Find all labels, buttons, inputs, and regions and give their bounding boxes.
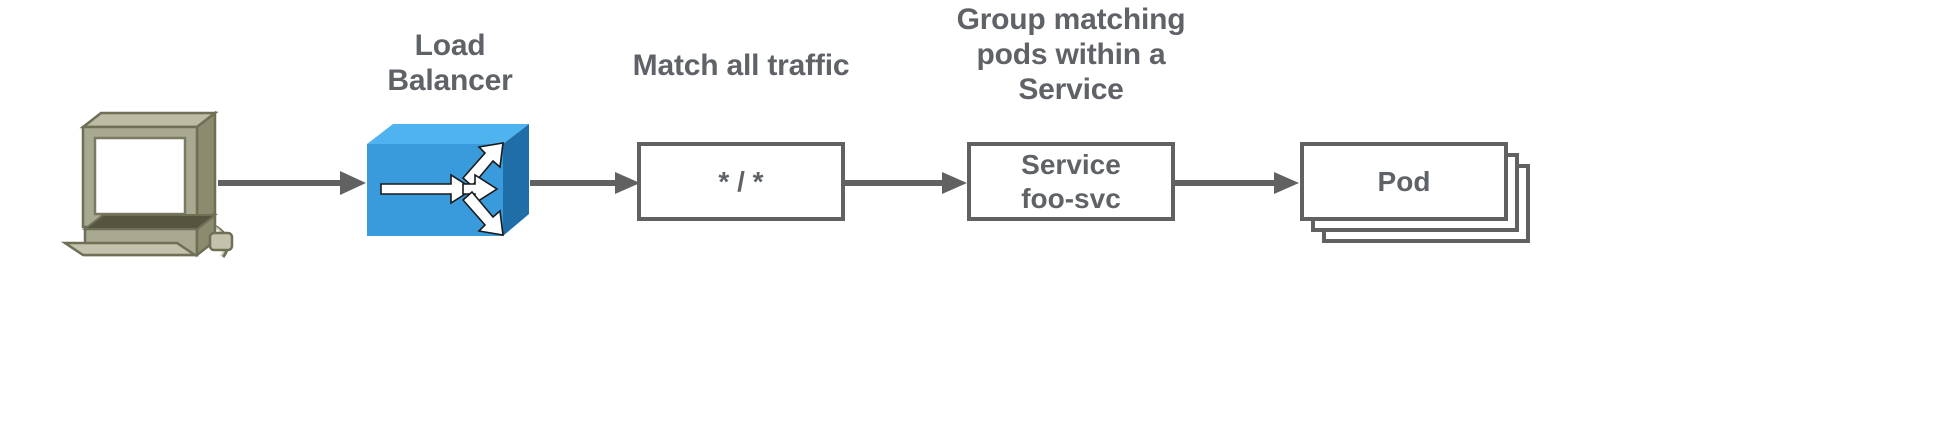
pod-box-label: Pod bbox=[1377, 165, 1431, 197]
rule-box-label: * / * bbox=[718, 165, 764, 197]
arrow-rule-to-service bbox=[845, 172, 967, 194]
lb-outbound-arrow-middle bbox=[462, 173, 499, 205]
group-matching-pods-label: Group matching pods within a Service bbox=[956, 3, 1186, 106]
pod-box[interactable]: Pod bbox=[1300, 142, 1508, 221]
lb-inbound-arrow bbox=[380, 173, 475, 205]
load-balancer-label: Load Balancer bbox=[387, 29, 513, 97]
arrow-load-balancer-to-rule bbox=[530, 172, 640, 194]
arrow-service-to-pod bbox=[1175, 172, 1299, 194]
service-box[interactable]: Service foo-svc bbox=[967, 142, 1175, 221]
rule-box[interactable]: * / * bbox=[637, 142, 845, 221]
computer-workstation-icon bbox=[60, 110, 234, 258]
arrow-client-to-load-balancer bbox=[218, 171, 366, 195]
load-balancer-icon bbox=[367, 124, 529, 236]
match-all-traffic-label: Match all traffic bbox=[632, 49, 850, 82]
pod-stack: Pod bbox=[1300, 142, 1530, 262]
lb-outbound-arrow-down bbox=[461, 190, 504, 236]
service-box-label: Service foo-svc bbox=[1021, 148, 1121, 214]
